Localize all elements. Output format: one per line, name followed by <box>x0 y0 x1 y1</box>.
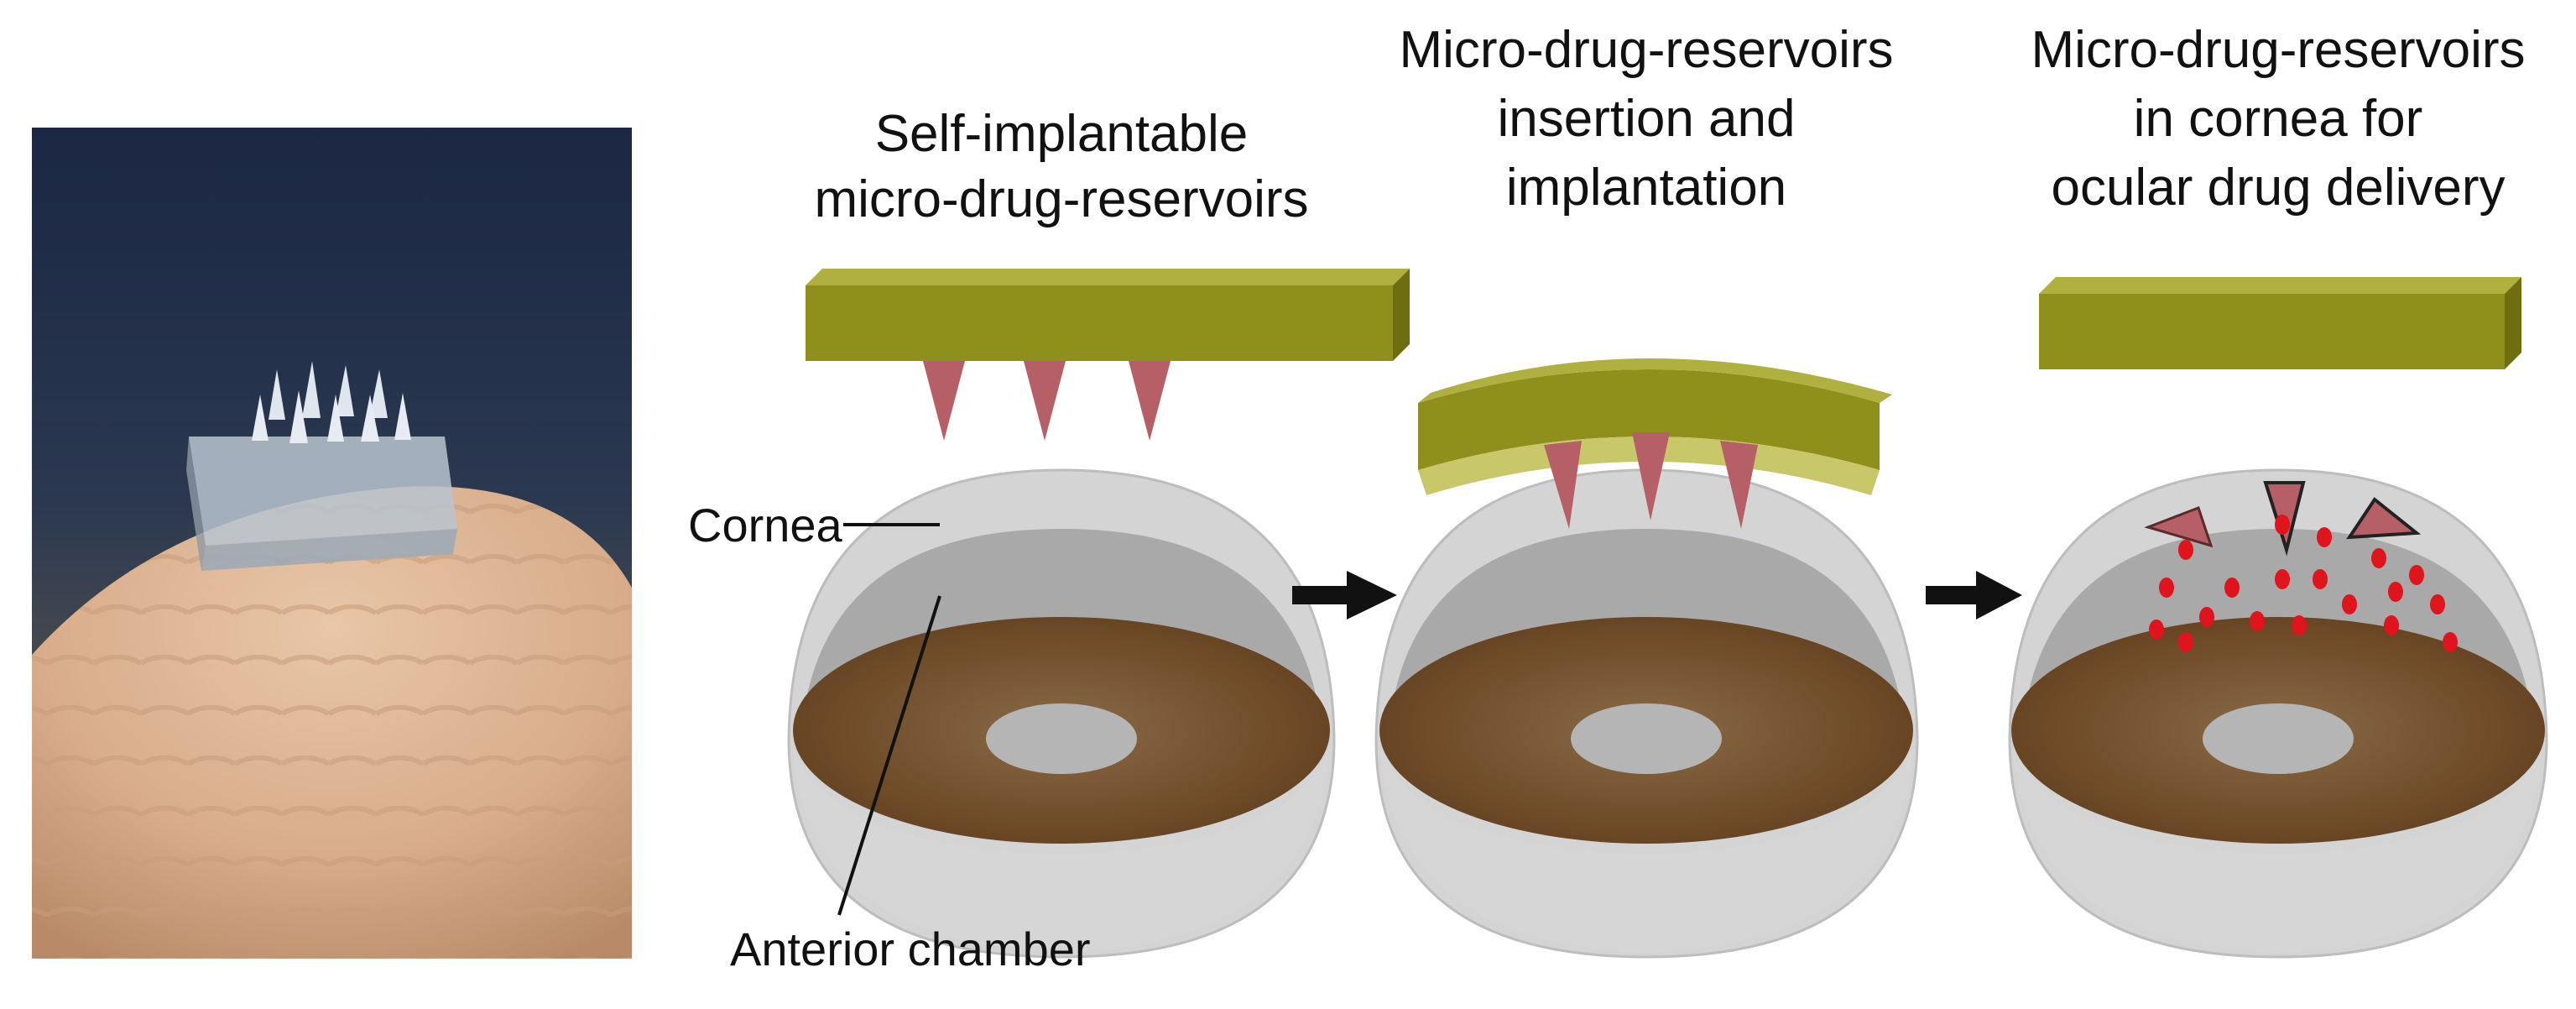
anterior-chamber-leader-line <box>837 595 941 916</box>
photo-panel <box>32 128 632 959</box>
drug-dot <box>2371 548 2386 568</box>
patch-bar-curved <box>1418 358 1892 495</box>
drug-dot <box>2342 594 2357 614</box>
patch-bar-1 <box>806 269 1410 361</box>
drug-dot <box>2275 569 2290 589</box>
panel-2-title-line-3: implantation <box>1506 159 1786 217</box>
needle <box>1544 441 1582 529</box>
panel-1-diagram: Cornea Anterior chamber <box>688 269 1410 975</box>
panel-3-title-line-1: Micro-drug-reservoirs <box>2031 21 2525 79</box>
patch-bar-3 <box>2039 277 2521 369</box>
panel-1-title: Self-implantable micro-drug-reservoirs <box>814 105 1308 228</box>
drug-dot <box>2250 611 2265 631</box>
needle <box>1024 361 1066 441</box>
needle <box>1720 441 1758 529</box>
drug-dot <box>2313 569 2328 589</box>
drug-dot <box>2178 632 2193 652</box>
embedded-reservoir <box>2144 506 2214 548</box>
drug-dot <box>2388 582 2403 602</box>
anterior-chamber-label: Anterior chamber <box>730 923 1091 975</box>
needle <box>1632 432 1670 520</box>
drug-dot <box>2292 615 2307 635</box>
drug-dot <box>2159 578 2174 598</box>
drug-dot <box>2443 632 2458 652</box>
needle <box>923 361 965 441</box>
drug-dot <box>2199 607 2214 627</box>
drug-dot <box>2178 540 2193 560</box>
cornea-label: Cornea <box>688 499 843 552</box>
embedded-reservoir <box>2346 497 2422 540</box>
microneedle-patch-photo <box>186 361 457 571</box>
panel-2-title-line-1: Micro-drug-reservoirs <box>1399 21 1893 79</box>
eye-dome-1 <box>787 468 1336 959</box>
drug-dot <box>2384 615 2399 635</box>
pupil <box>2203 703 2354 774</box>
drug-dots <box>2149 515 2458 652</box>
drug-dot <box>2275 515 2290 535</box>
panel-1-title-line-1: Self-implantable <box>875 105 1249 163</box>
drug-dot <box>2317 527 2332 547</box>
drug-dot <box>2149 620 2164 640</box>
arrow-right-icon <box>1292 571 1397 620</box>
needle <box>1129 361 1171 441</box>
drug-dot <box>2224 578 2240 598</box>
panel-2-title: Micro-drug-reservoirs insertion and impl… <box>1399 21 1893 217</box>
drug-dot <box>2409 565 2424 585</box>
panel-3-title-line-2: in cornea for <box>2134 90 2423 148</box>
eye-dome-2 <box>1374 468 1919 959</box>
panel-1-title-line-2: micro-drug-reservoirs <box>814 170 1308 228</box>
arrow-right-icon <box>1926 571 2022 620</box>
pupil <box>1571 703 1722 774</box>
drug-dot <box>2430 594 2445 614</box>
eye-dome-3 <box>2008 468 2548 959</box>
panel-2-diagram <box>1374 358 1919 959</box>
panel-2-title-line-2: insertion and <box>1497 90 1795 148</box>
fingertip-ridges <box>32 486 632 959</box>
pupil <box>986 703 1137 774</box>
panel-3-title: Micro-drug-reservoirs in cornea for ocul… <box>2031 21 2525 217</box>
panel-3-title-line-3: ocular drug delivery <box>2051 159 2505 217</box>
panel-3-diagram <box>2008 277 2548 959</box>
